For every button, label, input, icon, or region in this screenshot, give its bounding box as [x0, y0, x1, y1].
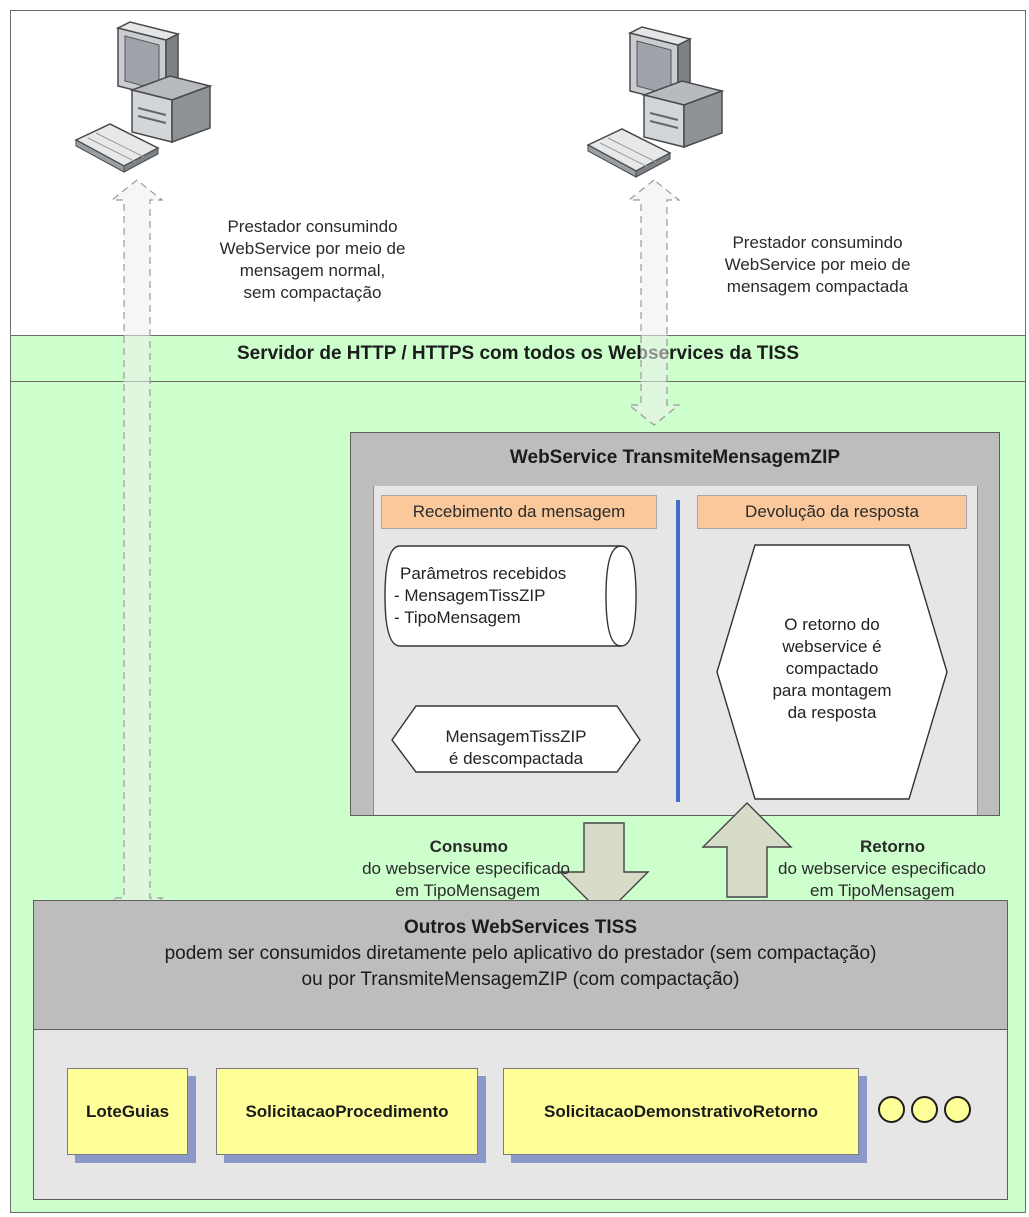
retorno-label: Retorno do webservice especificado em Ti… — [778, 837, 986, 900]
decompress-text: MensagemTissZIP é descompactada — [445, 727, 587, 768]
right-double-arrow — [627, 179, 681, 426]
service-tile-solicitacaodemonstrativoretorno: SolicitacaoDemonstrativoRetorno — [503, 1068, 859, 1155]
panel-divider — [676, 500, 680, 802]
consumo-label: Consumo do webservice especificado em Ti… — [362, 837, 570, 900]
compress-hexagon — [716, 544, 948, 800]
receive-header: Recebimento da mensagem — [381, 495, 657, 529]
dot — [911, 1096, 938, 1123]
parameters-cylinder-edge — [605, 545, 622, 647]
consumo-down-arrow — [558, 822, 650, 917]
retorno-up-arrow — [701, 802, 793, 898]
band-top-line — [11, 335, 1025, 336]
ellipsis-dots-icon — [878, 1096, 971, 1123]
transmite-webservice-title: WebService TransmiteMensagemZIP — [509, 447, 841, 468]
outros-line1: podem ser consumidos diretamente pelo ap… — [164, 943, 877, 964]
dot — [878, 1096, 905, 1123]
outros-line2: ou por TransmiteMensagemZIP (com compact… — [301, 969, 740, 990]
parameters-text: Parâmetros recebidos - MensagemTissZIP -… — [394, 564, 567, 627]
outros-title: Outros WebServices TISS — [403, 917, 637, 938]
compress-text: O retorno do webservice é compactado par… — [772, 615, 892, 722]
decompress-hexagon — [391, 705, 641, 773]
outros-webservices-header — [34, 901, 1007, 1030]
dot — [944, 1096, 971, 1123]
computer-icon — [74, 21, 213, 173]
band-bottom-line — [11, 381, 1025, 382]
return-header: Devolução da resposta — [697, 495, 967, 529]
right-client-description: Prestador consumindo WebService por meio… — [724, 233, 911, 296]
left-client-description: Prestador consumindo WebService por meio… — [219, 217, 406, 302]
service-tile-solicitacaoprocedimento: SolicitacaoProcedimento — [216, 1068, 478, 1155]
outros-header-text: Outros WebServices TISS podem ser consum… — [34, 915, 1007, 993]
computer-icon — [586, 26, 725, 178]
service-tile-loteguias: LoteGuias — [67, 1068, 188, 1155]
